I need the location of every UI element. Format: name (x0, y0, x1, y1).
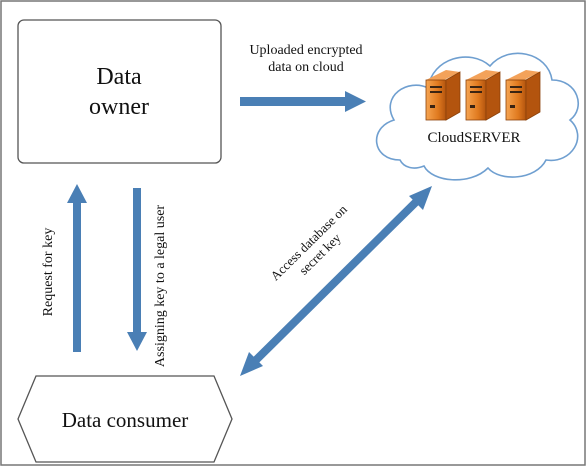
data-consumer-label: Data consumer (62, 408, 189, 432)
data-owner-box (17, 19, 222, 164)
assign-key-edge: Assigning key to a legal user (127, 188, 168, 367)
data-owner-node: Data owner (17, 19, 222, 164)
server-icon (465, 70, 501, 121)
cloud-server-node: CloudSERVER (375, 52, 580, 181)
request-key-edge: Request for key (41, 184, 87, 352)
upload-label-line2: data on cloud (268, 60, 343, 75)
access-database-line (251, 197, 421, 365)
server-icon (425, 70, 461, 121)
access-arrowhead-consumer (240, 352, 263, 376)
assign-key-arrow (127, 188, 147, 351)
assign-key-label: Assigning key to a legal user (153, 205, 168, 367)
data-owner-label-line2: owner (89, 94, 149, 120)
cloud-server-label: CloudSERVER (428, 130, 521, 146)
data-consumer-node: Data consumer (17, 375, 233, 463)
upload-label-line1: Uploaded encrypted (249, 43, 362, 58)
data-consumer-shape (17, 375, 233, 463)
data-owner-label-line1: Data (96, 64, 142, 90)
request-key-label: Request for key (41, 228, 56, 317)
server-icon (505, 70, 541, 121)
request-key-arrow (67, 184, 87, 352)
access-arrowhead-cloud (409, 186, 432, 210)
upload-arrow (240, 91, 366, 112)
upload-edge: Uploaded encrypted data on cloud (240, 43, 366, 112)
